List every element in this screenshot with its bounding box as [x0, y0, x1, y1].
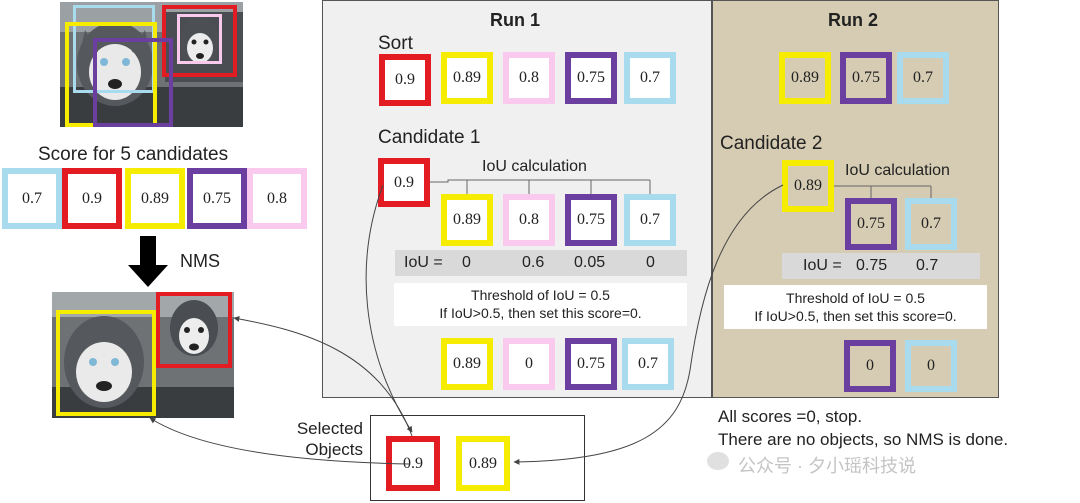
- run1-sorted-2: 0.8: [503, 52, 555, 104]
- run2-threshold-line2: If IoU>0.5, then set this score=0.: [754, 308, 957, 324]
- nms-label: NMS: [180, 251, 220, 271]
- run2-candidate-label: Candidate 2: [720, 133, 823, 154]
- selected-value-0: 0.9: [386, 436, 440, 491]
- selected-box-red: [156, 292, 232, 368]
- run1-iou-prefix: IoU =: [404, 254, 443, 271]
- output-photo: [52, 292, 234, 418]
- selected-label-line2: Objects: [305, 440, 363, 459]
- score-caption: Score for 5 candidates: [38, 144, 229, 165]
- run1-compare-0: 0.89: [441, 194, 493, 246]
- nms-down-arrow-icon: [128, 236, 168, 287]
- run2-iou-prefix: IoU =: [803, 257, 842, 274]
- run1-threshold-line2: If IoU>0.5, then set this score=0.: [439, 305, 642, 321]
- run1-sorted-1: 0.89: [441, 52, 493, 104]
- run2-threshold-line1: Threshold of IoU = 0.5: [786, 290, 925, 306]
- score-box-1: 0.9: [62, 168, 122, 229]
- run1-result-3: 0.7: [622, 338, 674, 390]
- run2-candidate-box: 0.89: [782, 160, 834, 212]
- selected-value-1: 0.89: [456, 436, 510, 491]
- run1-iou-calc-label: IoU calculation: [482, 158, 587, 175]
- run1-iou-value-1: 0.6: [522, 254, 545, 271]
- wechat-logo-icon: [707, 452, 729, 470]
- run1-compare-3: 0.7: [624, 194, 676, 246]
- input-photo: [60, 2, 243, 127]
- run1-result-2: 0.75: [565, 338, 617, 390]
- run1-iou-value-0: 0: [462, 254, 471, 271]
- run1-compare-2: 0.75: [565, 194, 617, 246]
- run1-sorted-3: 0.75: [565, 52, 617, 104]
- run2-sorted-2: 0.7: [897, 52, 949, 104]
- run1-sort-label: Sort: [378, 33, 413, 54]
- run2-sorted-1: 0.75: [840, 52, 892, 104]
- candidate-box-pink: [177, 14, 222, 64]
- stop-line2: There are no objects, so NMS is done.: [718, 430, 1009, 449]
- run2-iou-bar: [782, 253, 980, 279]
- run2-compare-0: 0.75: [845, 198, 897, 250]
- stop-line1: All scores =0, stop.: [718, 407, 863, 426]
- run2-sorted-0: 0.89: [779, 52, 831, 104]
- watermark-text: 公众号 · 夕小瑶科技说: [738, 456, 916, 476]
- run1-title: Run 1: [490, 10, 541, 30]
- run2-result-1: 0: [905, 340, 957, 392]
- run1-compare-1: 0.8: [503, 194, 555, 246]
- run2-compare-1: 0.7: [905, 198, 957, 250]
- score-box-3: 0.75: [187, 168, 247, 229]
- selected-box-yellow: [56, 310, 156, 416]
- run1-iou-value-2: 0.05: [574, 254, 606, 271]
- run2-title: Run 2: [828, 10, 879, 30]
- score-box-2: 0.89: [125, 168, 185, 229]
- run1-result-1: 0: [503, 338, 555, 390]
- run1-iou-value-3: 0: [646, 254, 655, 271]
- run2-iou-value-1: 0.7: [916, 257, 939, 274]
- selected-label-line1: Selected: [296, 419, 363, 438]
- run1-candidate-label: Candidate 1: [378, 127, 481, 148]
- run1-threshold-line1: Threshold of IoU = 0.5: [471, 287, 610, 303]
- candidate-box-purple: [93, 38, 173, 127]
- run1-candidate-box: 0.9: [378, 158, 430, 207]
- run2-iou-calc-label: IoU calculation: [845, 162, 950, 179]
- run1-result-0: 0.89: [441, 338, 493, 390]
- run2-iou-value-0: 0.75: [856, 257, 888, 274]
- run1-sorted-4: 0.7: [624, 52, 676, 104]
- run1-sorted-0: 0.9: [379, 54, 431, 106]
- run2-result-0: 0: [844, 340, 896, 392]
- score-box-4: 0.8: [247, 168, 307, 229]
- score-box-0: 0.7: [2, 168, 62, 229]
